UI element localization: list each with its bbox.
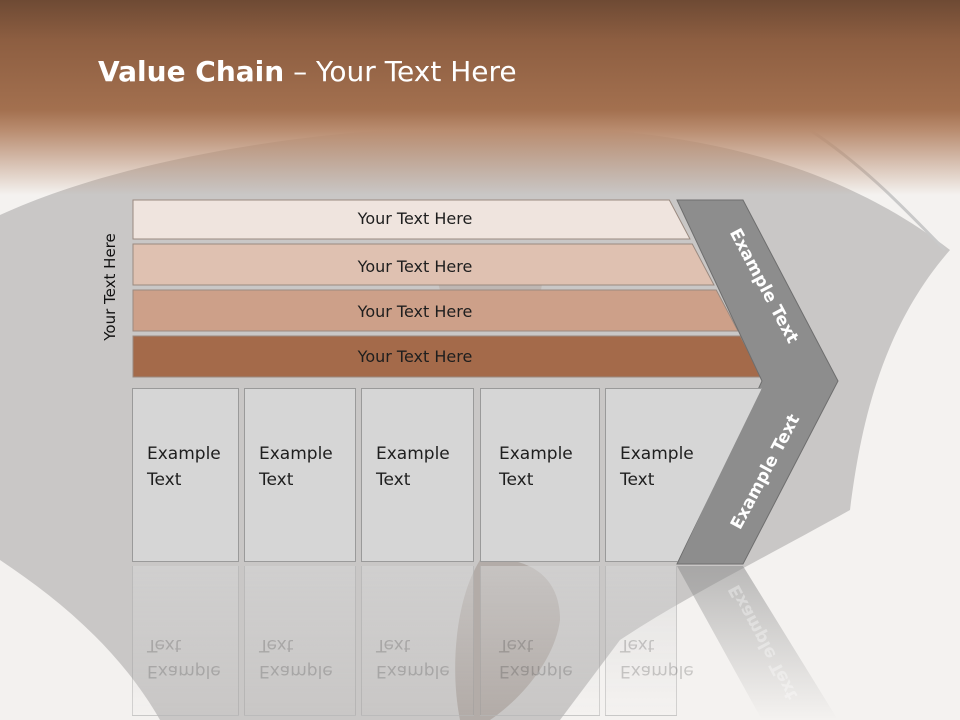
title-rest: – Your Text Here (284, 55, 517, 88)
row-label-2: Your Text Here (357, 257, 473, 276)
row-label-4: Your Text Here (357, 347, 473, 366)
title-bold: Value Chain (98, 55, 285, 88)
row-bar-1 (132, 199, 691, 240)
row-label-3: Your Text Here (357, 302, 473, 321)
slide-title: Value Chain – Your Text Here (98, 55, 517, 88)
chevron-arrow (676, 199, 839, 565)
row-bars (132, 199, 763, 378)
row-label-1: Your Text Here (357, 209, 473, 228)
row-bar-2 (132, 243, 715, 286)
header-band (0, 0, 960, 200)
chevron-reflection (677, 566, 838, 720)
